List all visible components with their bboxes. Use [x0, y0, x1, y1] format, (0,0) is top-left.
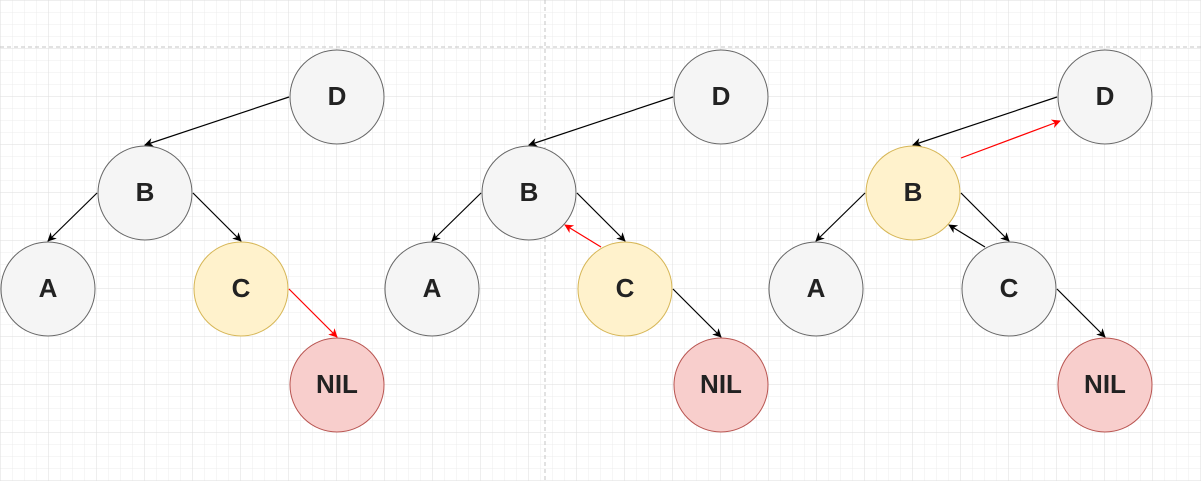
- panel-2-node-c[interactable]: C: [577, 241, 673, 337]
- panel-3-edge-c-to-nil: [1056, 288, 1106, 338]
- panel-3-node-nil[interactable]: NIL: [1057, 337, 1153, 433]
- edges-layer: [47, 96, 1106, 338]
- node-label: B: [520, 177, 539, 207]
- node-circle: [289, 49, 385, 145]
- panel-3-node-d[interactable]: D: [1057, 49, 1153, 145]
- panel-2-node-nil[interactable]: NIL: [673, 337, 769, 433]
- node-circle: [384, 241, 480, 337]
- panel-2-edge-b-to-c: [576, 192, 626, 242]
- panel-1-edge-b-to-a: [47, 192, 98, 242]
- node-label: D: [712, 81, 731, 111]
- node-circle: [1057, 337, 1153, 433]
- panel-2-edge-c-to-b: [564, 224, 602, 248]
- node-label: NIL: [1084, 369, 1126, 399]
- node-circle: [865, 145, 961, 241]
- panel-2-node-d[interactable]: D: [673, 49, 769, 145]
- node-circle: [673, 49, 769, 145]
- node-label: D: [328, 81, 347, 111]
- panel-3-edge-b-to-d: [960, 119, 1061, 159]
- panel-2-edge-b-to-a: [431, 192, 482, 242]
- node-circle: [0, 241, 96, 337]
- node-label: A: [807, 273, 826, 303]
- panel-3-edge-d-to-b: [912, 96, 1058, 147]
- node-label: B: [904, 177, 923, 207]
- node-label: NIL: [316, 369, 358, 399]
- node-label: C: [1000, 273, 1019, 303]
- node-label: NIL: [700, 369, 742, 399]
- node-label: C: [616, 273, 635, 303]
- node-circle: [481, 145, 577, 241]
- node-circle: [1057, 49, 1153, 145]
- panel-3-node-c[interactable]: C: [961, 241, 1057, 337]
- node-label: A: [423, 273, 442, 303]
- panel-1-edge-b-to-c: [192, 192, 242, 242]
- node-label: A: [39, 273, 58, 303]
- node-circle: [97, 145, 193, 241]
- panel-3-edge-c-to-b: [948, 224, 986, 248]
- nodes-layer: D B A C NIL D B A C NIL D B A C NIL: [0, 49, 1153, 433]
- panel-2-edge-d-to-b: [528, 96, 674, 147]
- panel-3-node-b[interactable]: B: [865, 145, 961, 241]
- panel-2-node-b[interactable]: B: [481, 145, 577, 241]
- node-circle: [577, 241, 673, 337]
- panel-3-node-a[interactable]: A: [768, 241, 864, 337]
- node-circle: [768, 241, 864, 337]
- panel-1-edge-c-to-nil: [288, 288, 338, 338]
- panel-3-edge-b-to-c: [960, 192, 1010, 242]
- panel-1-node-nil[interactable]: NIL: [289, 337, 385, 433]
- panel-1-node-b[interactable]: B: [97, 145, 193, 241]
- node-circle: [289, 337, 385, 433]
- node-circle: [961, 241, 1057, 337]
- panel-1-edge-d-to-b: [144, 96, 290, 147]
- panel-1-node-d[interactable]: D: [289, 49, 385, 145]
- panel-1-node-a[interactable]: A: [0, 241, 96, 337]
- panel-1-node-c[interactable]: C: [193, 241, 289, 337]
- panel-2-node-a[interactable]: A: [384, 241, 480, 337]
- node-circle: [673, 337, 769, 433]
- node-label: C: [232, 273, 251, 303]
- panel-2-edge-c-to-nil: [672, 288, 722, 338]
- node-label: B: [136, 177, 155, 207]
- node-label: D: [1096, 81, 1115, 111]
- node-circle: [193, 241, 289, 337]
- panel-3-edge-b-to-a: [815, 192, 866, 242]
